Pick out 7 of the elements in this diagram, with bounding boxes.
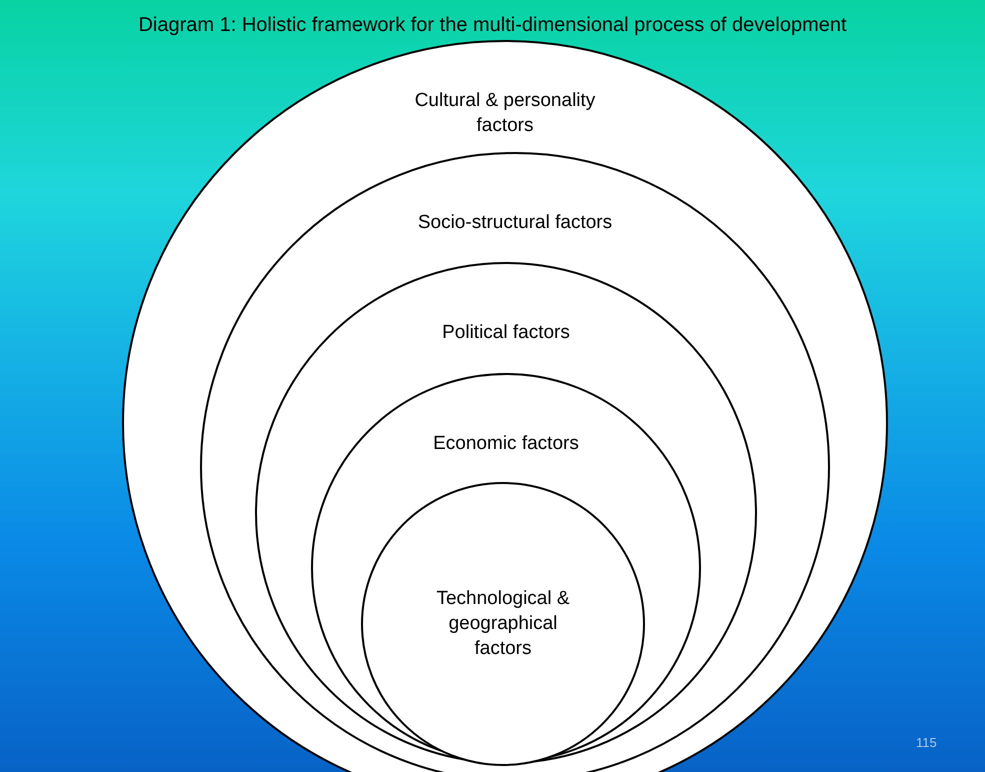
circle-label: Cultural & personality factors	[414, 89, 596, 138]
title: Diagram 1: Holistic framework for the multi-dimensional process of development	[137, 14, 848, 37]
circle-label: Economic factors	[432, 432, 580, 456]
circle-label: Socio-structural factors	[416, 211, 614, 235]
circle-label: Political factors	[441, 321, 571, 345]
page-number: 115	[916, 735, 937, 750]
circle-label: Technological & geographical factors	[435, 587, 571, 661]
